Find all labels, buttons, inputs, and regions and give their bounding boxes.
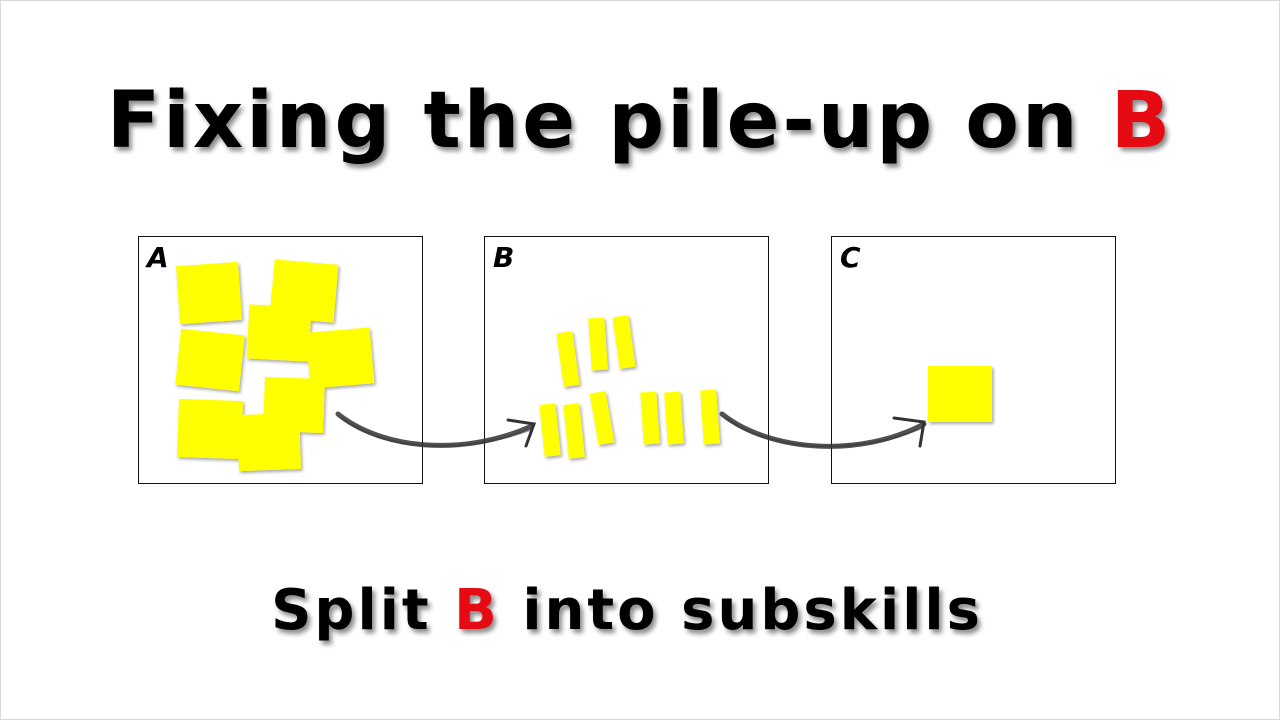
title-text: Fixing the pile-up on	[106, 76, 1111, 166]
subtitle-text-start: Split	[271, 578, 455, 643]
slide-title: Fixing the pile-up on B	[0, 76, 1280, 166]
stage-box-a: A	[138, 236, 423, 484]
stage-label-b: B	[493, 241, 515, 274]
subtitle-accent-letter: B	[454, 578, 500, 643]
stage-label-c: C	[840, 241, 861, 274]
slide-subtitle: Split B into subskills	[0, 578, 1254, 643]
stage-box-b: B	[484, 236, 769, 484]
stage-label-a: A	[147, 241, 169, 274]
title-accent-letter: B	[1110, 76, 1174, 166]
stage-box-c: C	[831, 236, 1116, 484]
subtitle-text-end: into subskills	[499, 578, 983, 643]
